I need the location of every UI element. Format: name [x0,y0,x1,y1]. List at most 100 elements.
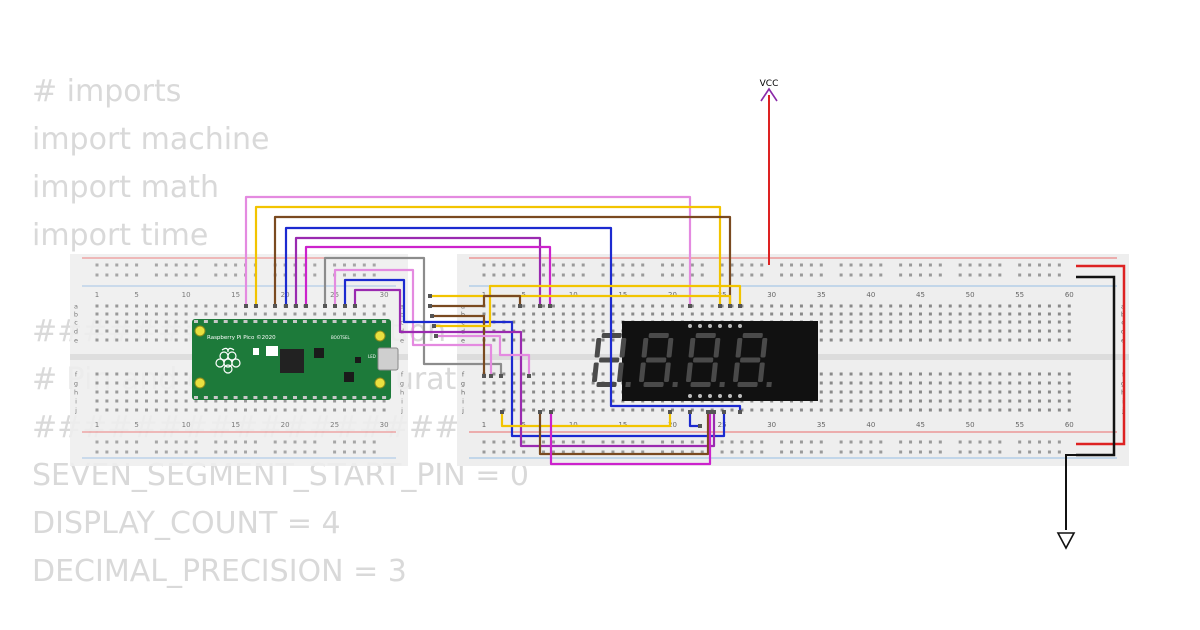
terminal-hole [1028,320,1032,324]
terminal-hole [293,399,297,403]
terminal-hole [174,312,178,316]
rail-hole [164,450,168,454]
row-letter: e [461,337,465,345]
terminal-hole [849,381,853,385]
mounting-hole-icon [374,330,386,342]
terminal-hole [968,390,972,394]
rail-hole [283,440,287,444]
rail-hole [1057,273,1061,277]
rail-hole [522,450,526,454]
rail-hole [700,263,704,267]
column-number: 30 [767,291,776,299]
terminal-hole [859,329,863,333]
terminal-hole [522,399,526,403]
rail-hole [313,450,317,454]
terminal-hole [601,329,605,333]
rail-hole [849,440,853,444]
terminal-hole [819,390,823,394]
terminal-hole [263,312,267,316]
terminal-hole [532,372,536,376]
rail-hole [760,450,764,454]
pico-pad [342,320,347,323]
terminal-hole [1008,320,1012,324]
rail-hole [502,440,506,444]
column-number: 35 [817,291,826,299]
terminal-hole [909,304,913,308]
rail-hole [680,450,684,454]
terminal-hole [611,304,615,308]
terminal-hole [1057,381,1061,385]
rail-hole [224,450,228,454]
jumper-wire [273,215,732,306]
mounting-hole-icon [194,377,206,389]
terminal-hole [145,381,148,385]
jumper-wires [244,195,742,466]
terminal-hole [154,329,158,333]
rail-hole [95,440,99,444]
terminal-hole [998,304,1002,308]
terminal-hole [352,399,356,403]
segment [591,362,599,382]
terminal-hole [174,390,178,394]
wire-end [722,410,726,414]
terminal-hole [105,408,109,412]
terminal-hole [988,312,992,316]
terminal-hole [1047,338,1051,342]
wire-end [333,304,337,308]
terminal-hole [551,408,555,412]
terminal-hole [1018,312,1022,316]
terminal-hole [889,372,893,376]
wire-end [430,314,434,318]
pico-pad [233,320,238,323]
terminal-hole [253,312,257,316]
rail-hole [611,263,615,267]
rail-hole [194,450,198,454]
column-number: 45 [916,421,925,429]
column-number: 55 [1015,421,1024,429]
wire-end [712,410,716,414]
terminal-hole [819,329,823,333]
terminal-hole [948,408,952,412]
row-letter: j [461,407,464,415]
column-number: 30 [380,421,389,429]
digit [638,333,678,387]
terminal-hole [571,320,575,324]
terminal-hole [879,320,883,324]
terminal-hole [829,312,833,316]
terminal-hole [899,338,903,342]
wire-end [548,304,552,308]
terminal-hole [918,381,922,385]
terminal-hole [879,329,883,333]
terminal-hole [819,381,823,385]
terminal-hole [164,320,168,324]
terminal-hole [879,338,883,342]
pico-pad [243,320,248,323]
terminal-hole [700,408,704,412]
terminal-hole [1028,312,1032,316]
rail-hole [522,263,526,267]
terminal-hole [492,408,496,412]
rail-hole [661,450,665,454]
segment [740,357,761,363]
rail-hole [998,263,1002,267]
rail-hole [184,263,188,267]
terminal-hole [145,372,148,376]
terminal-hole [1028,338,1032,342]
terminal-hole [95,390,99,394]
terminal-hole [760,312,764,316]
terminal-hole [145,399,148,403]
terminal-hole [928,381,932,385]
rail-hole [502,450,506,454]
terminal-hole [938,390,942,394]
rail-hole [928,440,932,444]
terminal-hole [740,312,744,316]
terminal-hole [343,399,346,403]
wire-end [668,410,672,414]
rail-hole [670,440,674,444]
jumper-wire [254,205,722,306]
rail-hole [224,440,228,444]
terminal-hole [1067,408,1071,412]
terminal-hole [532,390,536,394]
rail-hole [561,450,565,454]
terminal-hole [1018,304,1022,308]
